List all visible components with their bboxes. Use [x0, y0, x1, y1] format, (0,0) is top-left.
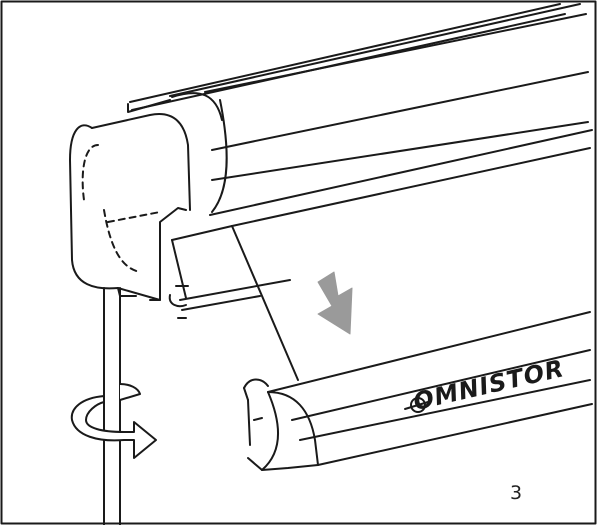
step-number: 3	[510, 482, 523, 504]
brand-label: OMNISTOR	[411, 354, 567, 416]
brand-logo-icon	[410, 397, 426, 413]
crank-rod	[103, 287, 121, 525]
front-bar: OMNISTOR	[243, 311, 593, 471]
end-cap	[69, 113, 191, 301]
awning-cassette	[127, 3, 593, 216]
roller-tube	[168, 225, 291, 319]
down-arrow-icon	[317, 271, 353, 335]
rotate-arrow-icon	[70, 383, 157, 459]
fabric-sheet	[231, 147, 591, 381]
